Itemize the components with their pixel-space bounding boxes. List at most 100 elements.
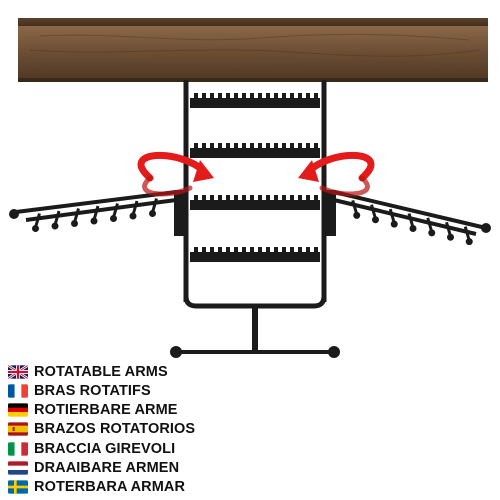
earring-tooth <box>250 247 254 252</box>
arm-peg-knob <box>447 233 454 241</box>
sweden-flag-icon <box>8 480 28 494</box>
rotation-arrow-icon <box>137 152 214 197</box>
netherlands-flag-icon <box>8 461 28 475</box>
earring-tooth <box>226 195 230 200</box>
earring-tooth <box>266 93 270 98</box>
language-row: ROTERBARA ARMAR <box>8 478 308 497</box>
earring-tooth <box>226 93 230 98</box>
left-arm-pegs <box>32 198 158 232</box>
earring-bar-teeth <box>194 93 318 252</box>
germany-flag-icon <box>8 403 28 417</box>
right-arm-pegs <box>351 199 473 246</box>
earring-tooth <box>242 143 246 148</box>
earring-tooth <box>218 195 222 200</box>
earring-tooth <box>250 93 254 98</box>
language-label: BRAZOS ROTATORIOS <box>34 421 196 438</box>
earring-tooth <box>202 195 206 200</box>
earring-tooth <box>298 195 302 200</box>
arm-peg-knob <box>51 222 59 230</box>
arm-peg-knob <box>465 238 473 246</box>
earring-tooth <box>266 195 270 200</box>
earring-tooth <box>314 93 318 98</box>
bar-end-knob <box>328 346 340 358</box>
earring-tooth <box>218 143 222 148</box>
earring-rack-frame <box>176 80 334 354</box>
earring-tooth <box>282 143 286 148</box>
earring-tooth <box>274 247 278 252</box>
rotation-arrow-icon <box>298 152 375 197</box>
left-rotating-arm <box>15 190 186 236</box>
language-row: DRAAIBARE ARMEN <box>8 458 308 477</box>
earring-tooth <box>218 93 222 98</box>
earring-tooth <box>306 93 310 98</box>
earring-tooth <box>314 195 318 200</box>
earring-tooth <box>210 247 214 252</box>
earring-tooth <box>274 195 278 200</box>
earring-tooth <box>298 93 302 98</box>
earring-tooth <box>242 93 246 98</box>
earring-tooth <box>290 195 294 200</box>
earring-tooth <box>314 247 318 252</box>
language-label: ROTATABLE ARMS <box>34 363 168 380</box>
earring-tooth <box>306 195 310 200</box>
right-rotating-arm <box>324 190 487 236</box>
earring-tooth <box>250 143 254 148</box>
earring-tooth <box>202 93 206 98</box>
arm-peg-knob <box>353 211 361 219</box>
language-label: BRACCIA GIREVOLI <box>34 440 176 457</box>
arm-peg-knob <box>428 229 436 237</box>
bar-end-knob <box>170 346 182 358</box>
earring-tooth <box>290 93 294 98</box>
earring-tooth <box>210 143 214 148</box>
language-row: BRACCIA GIREVOLI <box>8 439 308 458</box>
language-list: ROTATABLE ARMS BRAS ROTATIFS ROTIERBARE … <box>8 362 308 497</box>
italy-flag-icon <box>8 442 28 456</box>
right-arm-knob <box>481 223 491 233</box>
arm-peg-knob <box>71 220 78 227</box>
earring-tooth <box>234 247 238 252</box>
earring-tooth <box>258 247 262 252</box>
language-label: BRAS ROTATIFS <box>34 382 151 399</box>
earring-tooth <box>250 195 254 200</box>
earring-tooth <box>194 247 198 252</box>
earring-tooth <box>202 247 206 252</box>
left-arm-knob <box>9 209 19 219</box>
earring-tooth <box>218 247 222 252</box>
earring-tooth <box>258 143 262 148</box>
earring-tooth <box>306 143 310 148</box>
earring-tooth <box>282 247 286 252</box>
earring-tooth <box>234 195 238 200</box>
earring-tooth <box>210 93 214 98</box>
earring-tooth <box>274 93 278 98</box>
arm-peg-knob <box>32 225 39 232</box>
earring-tooth <box>314 143 318 148</box>
arm-peg-knob <box>110 215 117 222</box>
jewelry-organizer-photo <box>9 18 491 358</box>
earring-tooth <box>242 247 246 252</box>
arm-peg-knob <box>372 216 379 224</box>
earring-tooth <box>306 247 310 252</box>
wooden-shelf <box>18 18 488 82</box>
earring-tooth <box>266 143 270 148</box>
earring-tooth <box>298 143 302 148</box>
arm-peg-knob <box>390 220 398 228</box>
language-row: BRAZOS ROTATORIOS <box>8 420 308 439</box>
uk-flag-icon <box>8 364 28 379</box>
language-row: BRAS ROTATIFS <box>8 381 308 400</box>
earring-tooth <box>282 195 286 200</box>
earring-tooth <box>210 195 214 200</box>
earring-tooth <box>234 143 238 148</box>
earring-tooth <box>226 143 230 148</box>
earring-tooth <box>194 143 198 148</box>
arm-peg-knob <box>129 212 137 220</box>
language-label: DRAAIBARE ARMEN <box>34 459 180 476</box>
language-row: ROTATABLE ARMS <box>8 362 308 381</box>
earring-bars <box>190 98 320 262</box>
earring-tooth <box>194 93 198 98</box>
language-label: ROTIERBARE ARME <box>34 402 178 419</box>
earring-tooth <box>290 143 294 148</box>
language-row: ROTIERBARE ARME <box>8 401 308 420</box>
language-label: ROTERBARA ARMAR <box>34 479 186 496</box>
earring-tooth <box>242 195 246 200</box>
earring-tooth <box>226 247 230 252</box>
